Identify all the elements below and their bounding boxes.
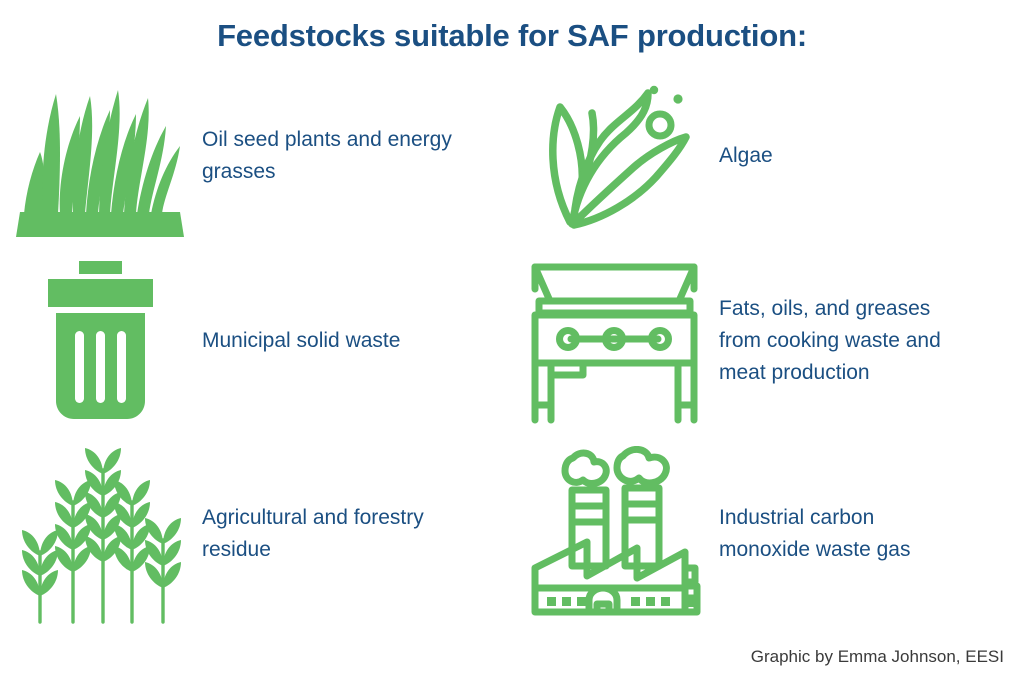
feedstock-item-agricultural-residue: Agricultural and forestry residue <box>0 436 512 631</box>
algae-icon <box>512 66 717 246</box>
feedstock-item-grass: Oil seed plants and energy grasses <box>0 66 512 246</box>
feedstock-item-algae: Algae <box>512 66 1024 246</box>
credit-line: Graphic by Emma Johnson, EESI <box>750 647 1004 666</box>
feedstock-label: Fats, oils, and greases from cooking was… <box>719 297 941 384</box>
trash-can-icon <box>0 246 200 436</box>
feedstock-item-municipal-waste: Municipal solid waste <box>0 246 512 436</box>
feedstock-label: Oil seed plants and energy grasses <box>202 128 452 183</box>
wheat-icon <box>0 436 200 631</box>
factory-icon <box>512 436 717 631</box>
feedstock-label: Municipal solid waste <box>202 329 401 353</box>
feedstock-item-fats-oils-greases: Fats, oils, and greases from cooking was… <box>512 246 1024 436</box>
page-title: Feedstocks suitable for SAF production: <box>217 18 807 53</box>
feedstock-label: Algae <box>719 144 773 168</box>
feedstock-item-industrial-co-gas: Industrial carbon monoxide waste gas <box>512 436 1024 631</box>
grass-icon <box>0 66 200 246</box>
grill-fryer-icon <box>512 246 717 436</box>
feedstock-label: Agricultural and forestry residue <box>202 505 424 561</box>
feedstock-grid: Oil seed plants and energy grasses Algae <box>0 66 1024 656</box>
feedstock-label: Industrial carbon monoxide waste gas <box>719 505 911 561</box>
